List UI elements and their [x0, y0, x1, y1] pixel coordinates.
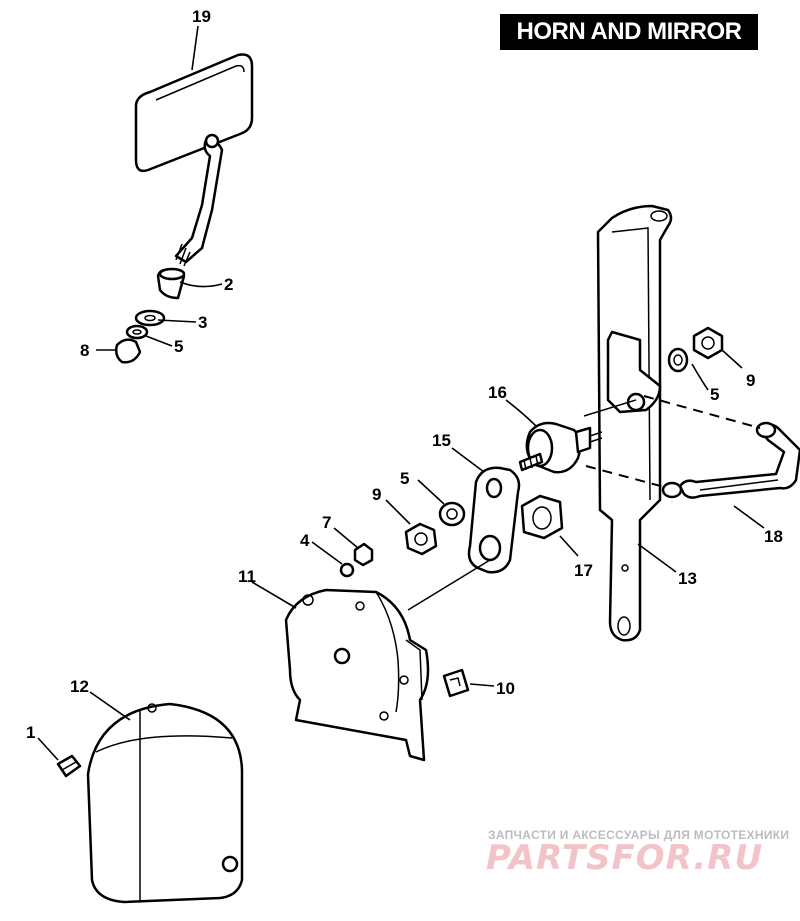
alignment-line: [643, 395, 761, 429]
callout-12: 12: [70, 677, 89, 696]
hex-nut-part: [404, 522, 438, 556]
horn-bracket-part: [596, 204, 673, 642]
callout-11: 11: [238, 567, 256, 586]
callout-5: 5: [174, 337, 183, 356]
alignment-line: [407, 559, 491, 611]
screw-part: [56, 754, 82, 778]
callout-15: 15: [432, 431, 451, 450]
callout-13: 13: [678, 569, 697, 588]
alignment-line: [583, 399, 637, 417]
leader-lines: [37, 25, 765, 761]
callout-1: 1: [26, 723, 35, 742]
mirror-nut-part: [156, 267, 186, 300]
small-nut-part: [353, 542, 374, 567]
callout-9: 9: [372, 485, 381, 504]
acorn-nut-part: [114, 338, 142, 364]
watermark-logo: PARTSFOR.RU: [486, 838, 764, 878]
callout-19: 19: [192, 7, 211, 26]
small-washer-part: [339, 562, 355, 578]
mirror-lockwasher-part: [125, 324, 149, 340]
callout-2: 2: [224, 275, 233, 294]
large-nut-part: [520, 494, 564, 540]
callout-17: 17: [574, 561, 593, 580]
alignment-line: [585, 465, 669, 489]
bracket-nut-part: [692, 326, 724, 360]
horn-cover-part: [86, 702, 244, 904]
callout-10: 10: [496, 679, 515, 698]
callout-4: 4: [300, 531, 310, 550]
connector-part: [442, 668, 470, 698]
callout-3: 3: [198, 313, 207, 332]
isolator-part: [518, 421, 603, 474]
washer-part: [438, 501, 466, 527]
callout-5: 5: [710, 385, 719, 404]
mirror-washer-part: [134, 309, 166, 327]
callout-8: 8: [80, 341, 89, 360]
horn-part: [284, 588, 430, 762]
horn-wire-part: [661, 421, 800, 499]
callout-16: 16: [488, 383, 507, 402]
diagram-title: HORN AND MIRROR: [500, 14, 758, 50]
mirror-part: [134, 53, 254, 267]
watermark-subtitle: ЗАПЧАСТИ И АКСЕССУАРЫ ДЛЯ МОТОТЕХНИКИ: [488, 828, 790, 842]
callout-18: 18: [764, 527, 783, 546]
callout-5: 5: [400, 469, 409, 488]
callout-7: 7: [322, 513, 331, 532]
callout-9: 9: [746, 371, 755, 390]
link-plate-part: [467, 466, 521, 574]
bracket-lockwasher-part: [667, 347, 689, 373]
